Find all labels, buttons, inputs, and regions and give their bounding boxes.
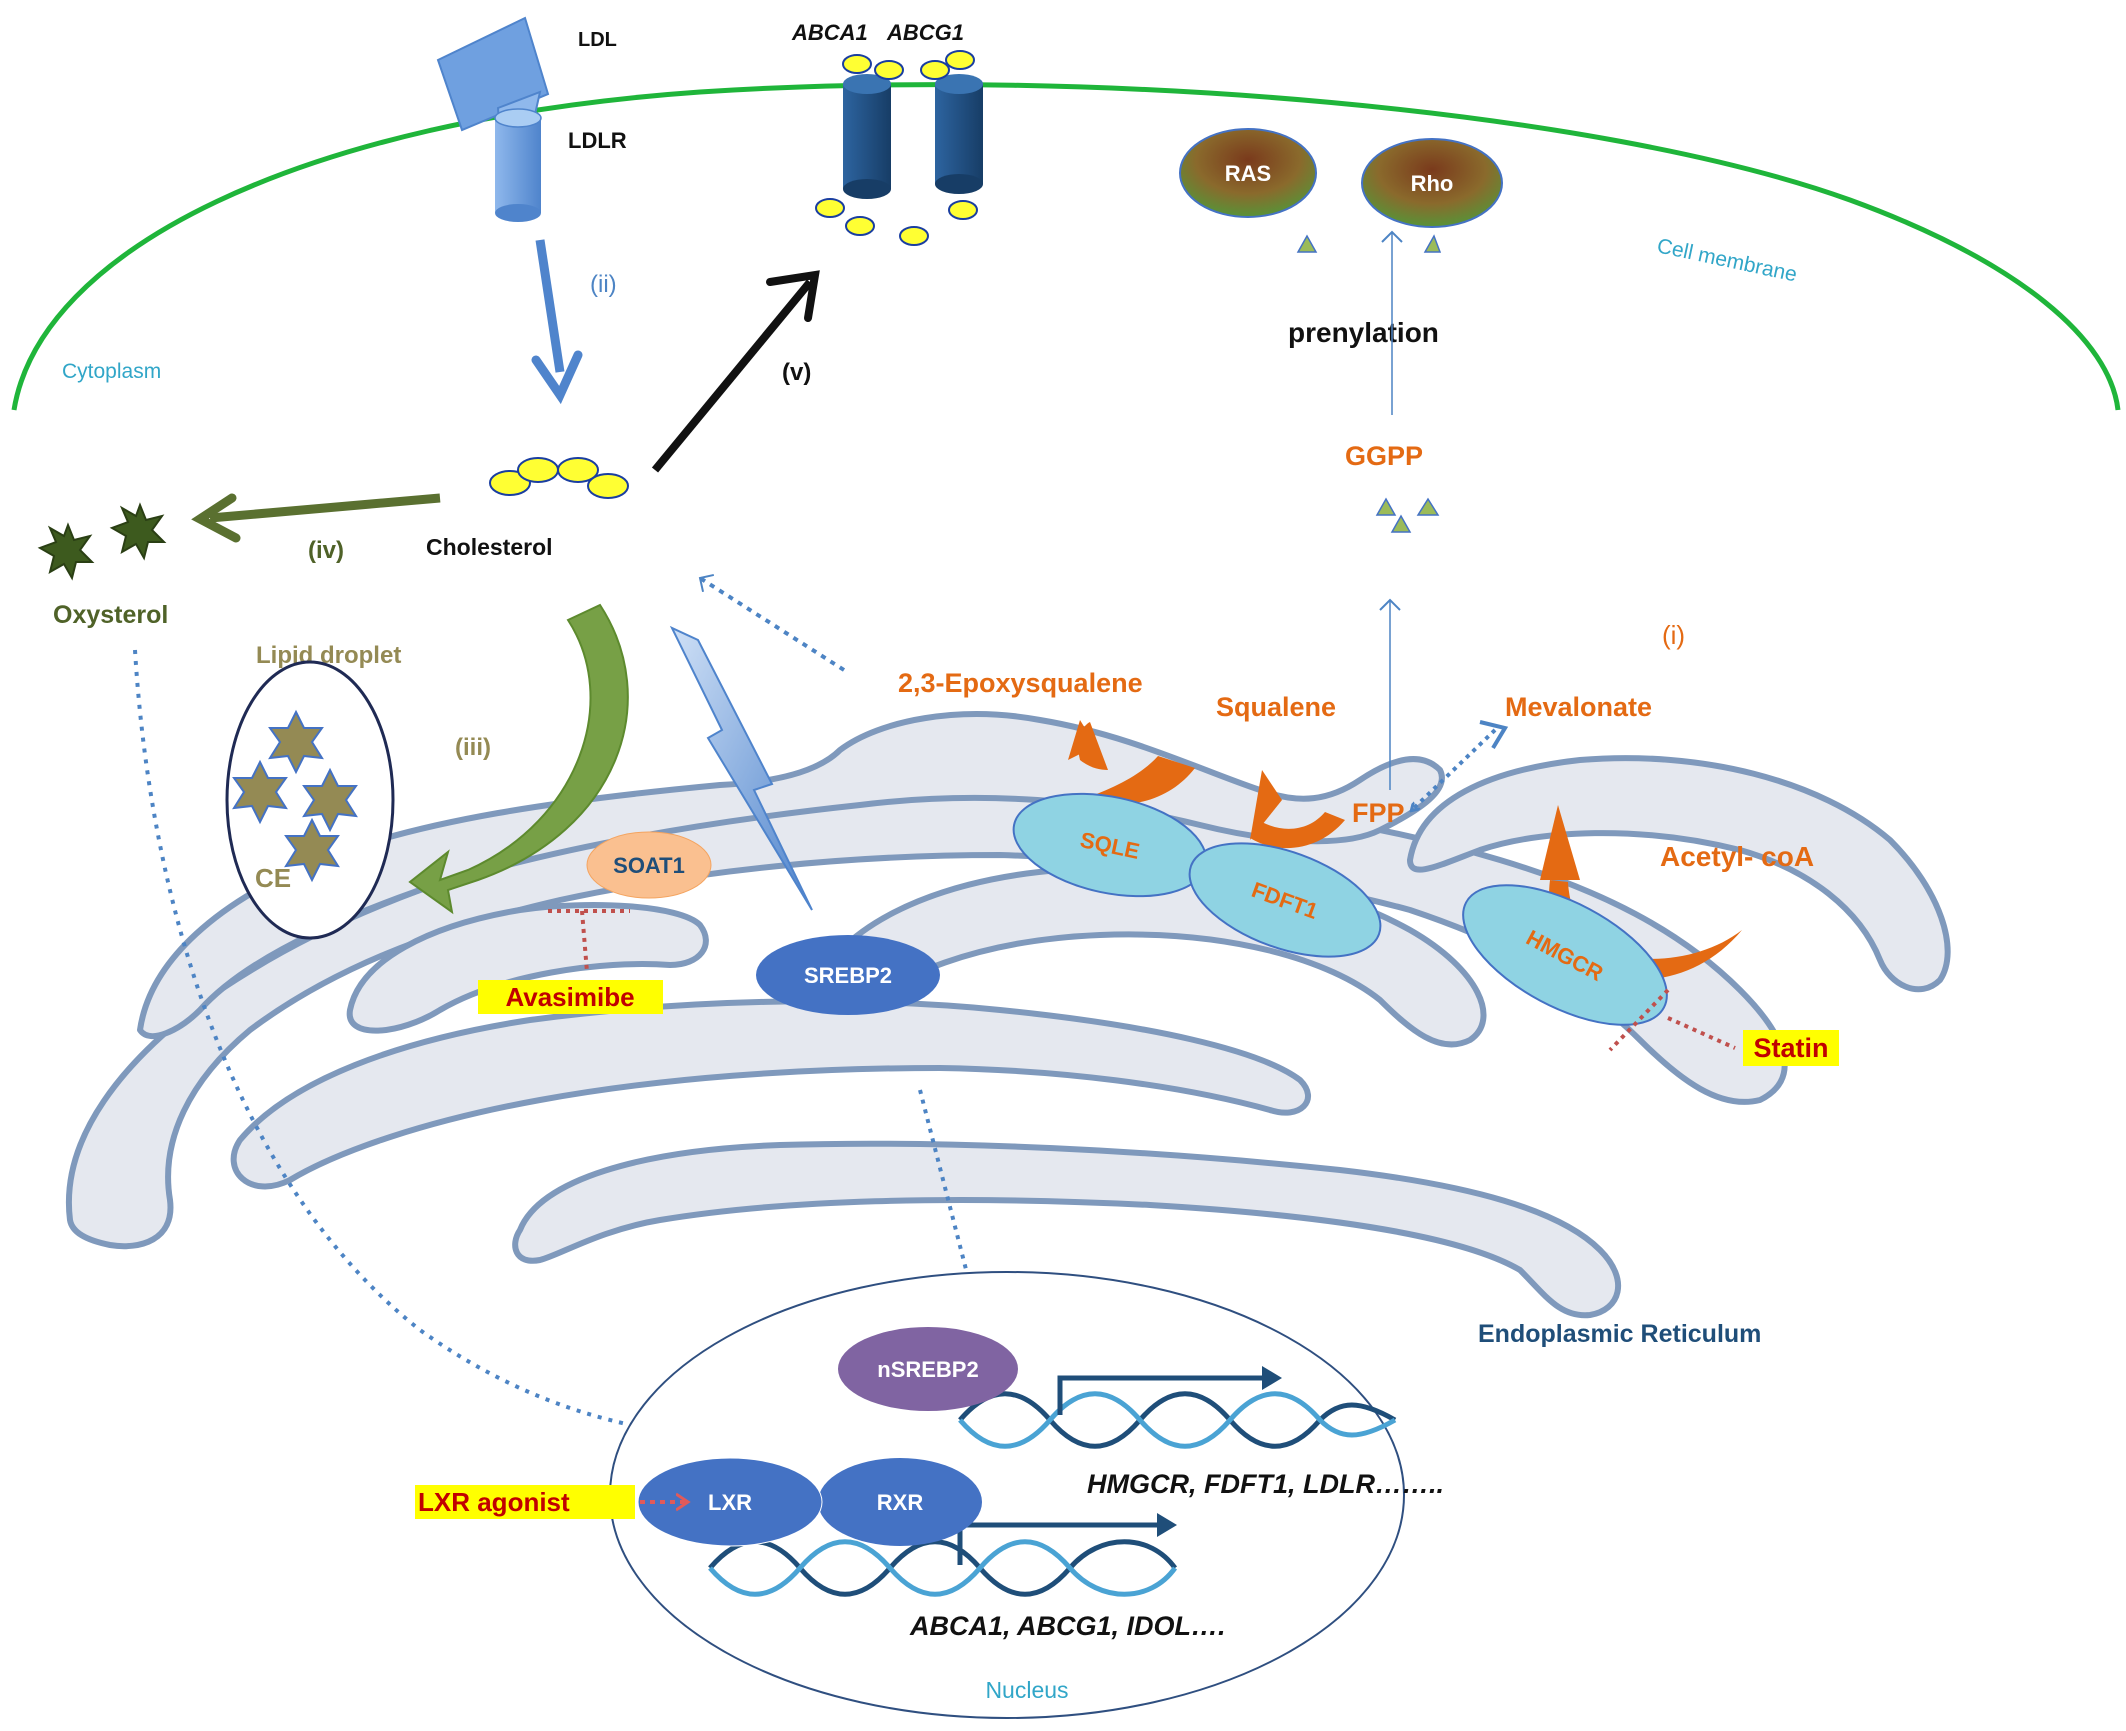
lipid-droplet: CE (225, 660, 395, 940)
step-v-label: (v) (782, 359, 811, 386)
ldlr-receptor (494, 108, 542, 222)
oxysterol-conversion-arrow (191, 493, 441, 543)
avasimibe-inhibition-line (548, 909, 630, 973)
lxr-agonist-label: LXR agonist (418, 1487, 570, 1517)
lxr-protein: LXR (637, 1457, 823, 1547)
cholesteryl-ester-stars (232, 709, 358, 883)
nsrebp2-label: nSREBP2 (877, 1357, 978, 1382)
rho-protein: Rho (1361, 138, 1503, 228)
lxr-label: LXR (708, 1490, 752, 1515)
srebp-transcription-arrow (1057, 1375, 1270, 1415)
ras-label: RAS (1225, 161, 1271, 186)
esterification-arrow (408, 603, 629, 915)
abca1-label: ABCA1 (791, 20, 868, 45)
rxr-protein: RXR (818, 1458, 982, 1546)
squalene-to-epoxysqualene-arrow (1068, 720, 1195, 805)
srebp-target-genes: HMGCR, FDFT1, LDLR…….. (1087, 1469, 1444, 1499)
er-label: Endoplasmic Reticulum (1478, 1320, 1761, 1348)
squalene-label: Squalene (1216, 692, 1336, 722)
nsrebp2-protein: nSREBP2 (838, 1327, 1018, 1411)
soat1-label: SOAT1 (613, 853, 685, 878)
fdft1-enzyme: FDFT1 (1188, 842, 1382, 958)
oxysterol-to-lxr-arrow (133, 649, 792, 1451)
fpp-label: FPP (1352, 798, 1405, 828)
rho-label: Rho (1411, 171, 1454, 196)
abcg1-transporter (935, 74, 983, 194)
ggpp-near-membrane (1296, 234, 1442, 253)
srebp2-label: SREBP2 (804, 963, 892, 988)
srebp2-protein: SREBP2 (756, 935, 940, 1015)
avasimibe-label: Avasimibe (505, 982, 634, 1012)
ce-label: CE (255, 863, 291, 893)
dna-strand-srebp (958, 1391, 1397, 1449)
avasimibe-highlight (478, 980, 663, 1014)
ggpp-label: GGPP (1345, 441, 1423, 471)
ggpp-molecules (1375, 497, 1440, 533)
srebp2-to-nucleus-arrow (918, 1089, 979, 1287)
soat1-enzyme: SOAT1 (586, 831, 712, 899)
abcg1-label: ABCG1 (886, 20, 964, 45)
step-ii-label: (ii) (590, 271, 617, 298)
statin-highlight (1743, 1030, 1839, 1066)
epoxysqualene-label: 2,3-Epoxysqualene (898, 668, 1143, 698)
cholesterol-molecules-efflux (815, 50, 978, 246)
efflux-arrow (651, 270, 820, 473)
cholesterol-label: Cholesterol (426, 534, 553, 560)
mevalonate-arrowhead (1479, 720, 1509, 750)
sterol-sensing-bolt (669, 625, 813, 911)
cholesterol-pool (489, 457, 629, 499)
mevalonate-to-fpp-arrow (1412, 728, 1497, 810)
acetyl-coa-label: Acetyl- coA (1660, 841, 1814, 872)
cell-membrane-label: Cell membrane (1655, 234, 1799, 286)
abca1-transporter (843, 74, 891, 199)
ldlr-label: LDLR (568, 128, 627, 153)
ldl-uptake-arrow (531, 239, 583, 405)
prenylation-label: prenylation (1288, 317, 1439, 348)
step-i-label: (i) (1662, 620, 1685, 650)
ldl-label: LDL (578, 29, 617, 51)
oxysterol-label: Oxysterol (53, 601, 168, 629)
cell-membrane (11, 82, 2121, 411)
rxr-label: RXR (877, 1490, 924, 1515)
lxr-agonist-highlight (415, 1485, 635, 1519)
epoxysqualene-to-cholesterol-arrow (698, 573, 846, 672)
abc-transporters: ABCA1 ABCG1 (791, 20, 983, 246)
mevalonate-label: Mevalonate (1505, 692, 1652, 722)
hmgcr-enzyme: HMGCR (1462, 884, 1668, 1026)
nucleus-label: Nucleus (985, 1677, 1068, 1703)
lxr-target-genes: ABCA1, ABCG1, IDOL…. (909, 1611, 1226, 1641)
statin-inhibition-line (1608, 988, 1736, 1052)
oxysterol-molecules (37, 502, 167, 581)
step-iii-label: (iii) (455, 734, 491, 761)
ldl-receptor-complex: LDL LDLR (436, 16, 627, 222)
fpp-to-squalene-arrow (1250, 812, 1345, 849)
step-iv-label: (iv) (308, 537, 344, 564)
statin-label: Statin (1753, 1033, 1828, 1063)
cytoplasm-label: Cytoplasm (62, 360, 161, 383)
ras-protein: RAS (1179, 128, 1317, 218)
